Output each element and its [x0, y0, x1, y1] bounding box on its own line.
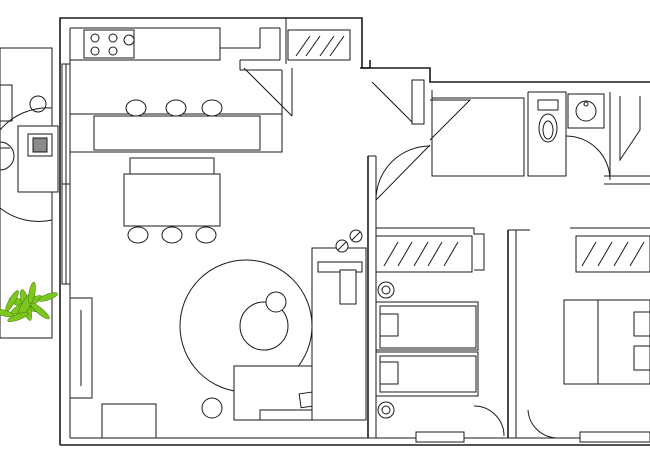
sink-icon — [567, 93, 605, 129]
plant-icon — [0, 281, 58, 322]
kitchen-window — [285, 18, 351, 64]
bed-icon — [375, 301, 479, 351]
bathroom — [431, 90, 650, 185]
balcony — [0, 47, 59, 339]
tv-unit — [311, 229, 367, 421]
left-windows — [61, 63, 93, 399]
kitchen-island — [69, 70, 283, 153]
bedroom-double — [527, 227, 650, 443]
toilet-icon — [537, 99, 559, 143]
kitchen — [70, 27, 282, 71]
dining-table — [123, 157, 221, 244]
bedroom-single — [375, 227, 530, 443]
